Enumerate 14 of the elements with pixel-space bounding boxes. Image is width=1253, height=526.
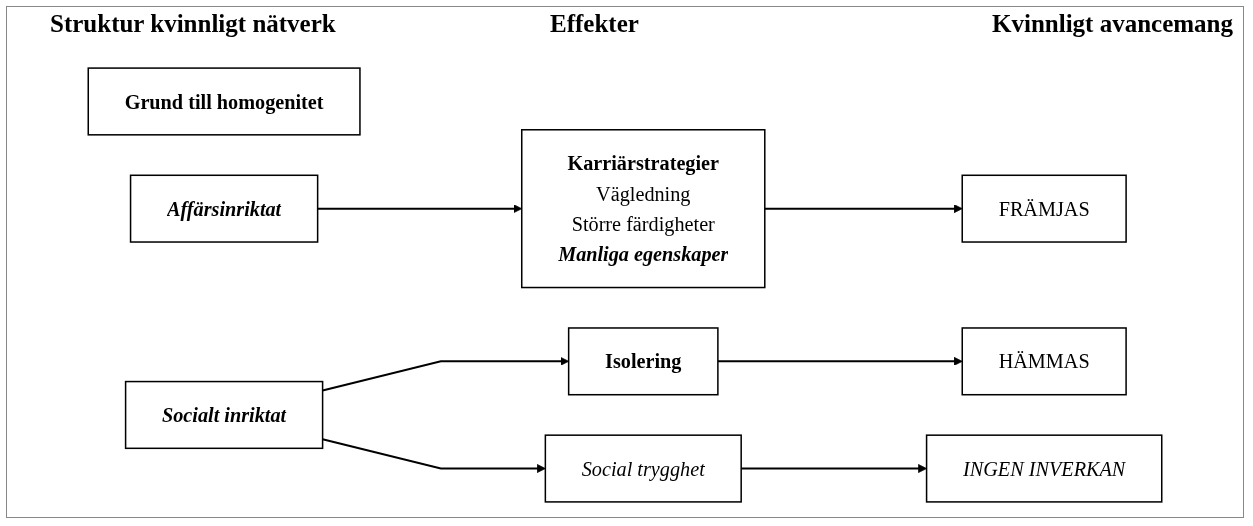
arrow [764,204,963,214]
node-box: Social trygghet [544,434,742,503]
node-box: Socialt inriktat [124,380,324,450]
arrow [717,356,963,366]
arrow [322,438,546,473]
node-box: HÄMMAS [961,327,1127,396]
column-heading: Kvinnligt avancemang [992,10,1233,38]
node-box: Karriärstrategier Vägledning Större färdigheter Manliga egenskaper [521,129,766,289]
node-box: Grund till homogenitet [87,67,361,136]
node-box: Isolering [567,327,719,396]
column-heading: Struktur kvinnligt nätverk [50,10,336,38]
column-heading: Effekter [550,10,639,38]
arrow [741,464,927,473]
node-box: FRÄMJAS [961,174,1127,243]
